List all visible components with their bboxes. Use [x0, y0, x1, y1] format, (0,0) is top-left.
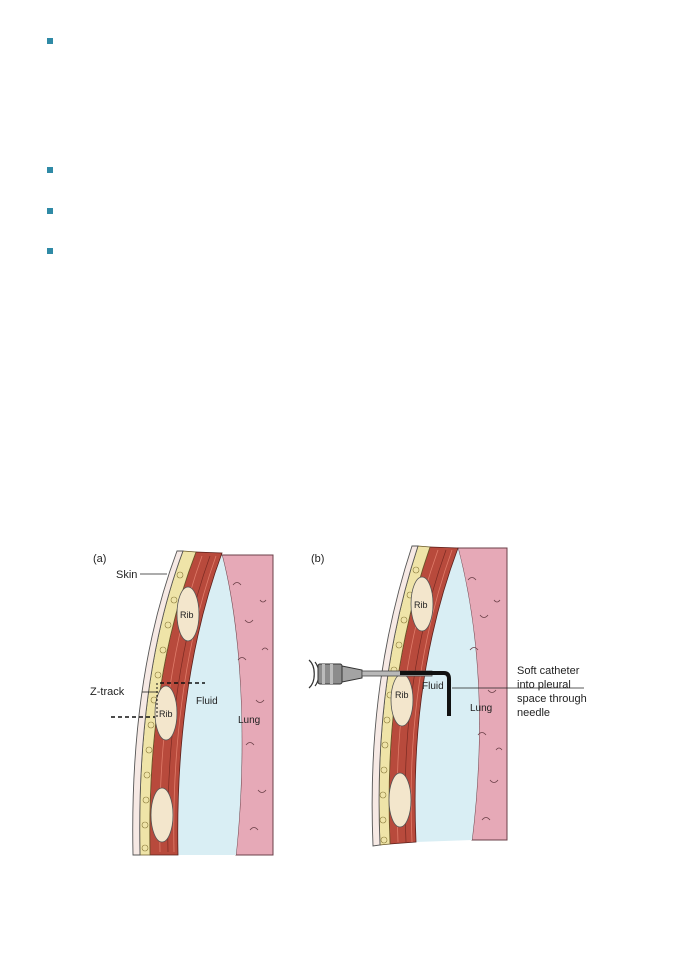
panel-a-fluid-label: Fluid: [196, 696, 218, 707]
panel-a-fluid: [177, 555, 242, 855]
panel-b-catheter-label-line-4: needle: [517, 707, 550, 719]
panel-a-lung-texture: [232, 582, 269, 831]
panel-b-skin: [371, 545, 419, 847]
panel-a-rib-mid-label: Rib: [159, 709, 173, 719]
panel-b-rib-bottom: [388, 772, 412, 828]
panel-b-rib-mid-label: Rib: [395, 690, 409, 700]
panel-b-rib-top: [410, 576, 434, 632]
panel-b-fluid-label: Fluid: [422, 681, 444, 692]
bullet-marker-4: [47, 248, 53, 254]
panel-b-lung-label: Lung: [470, 703, 492, 714]
panel-a-skin: [132, 550, 184, 856]
panel-a-rib-mid: [154, 685, 178, 741]
panel-a-rib-bottom: [150, 787, 174, 843]
panel-b-catheter-label-line-2: into pleural: [517, 679, 571, 691]
panel-b-catheter: [400, 671, 451, 716]
panel-a-rib-top: [176, 586, 200, 642]
bullet-marker-3: [47, 208, 53, 214]
panel-b-rib-top-label: Rib: [414, 600, 428, 610]
panel-b-needle-hub: [308, 659, 363, 689]
panel-b-catheter-label-line-3: space through: [517, 693, 587, 705]
panel-b-label: (b): [311, 553, 324, 565]
panel-a-lung-label: Lung: [238, 715, 260, 726]
panel-a-rib-top-label: Rib: [180, 610, 194, 620]
panel-a-z-track-label: Z-track: [90, 686, 125, 698]
panel-a: (a): [90, 550, 274, 856]
panel-b-lung-texture: [467, 577, 503, 821]
bullet-marker-1: [47, 38, 53, 44]
panel-b-rib-mid: [390, 673, 414, 727]
panel-a-skin-label: Skin: [116, 569, 137, 581]
panel-b: (b): [308, 545, 587, 847]
bullet-marker-2: [47, 167, 53, 173]
panel-a-label: (a): [93, 553, 106, 565]
panel-b-catheter-label-line-1: Soft catheter: [517, 665, 580, 677]
